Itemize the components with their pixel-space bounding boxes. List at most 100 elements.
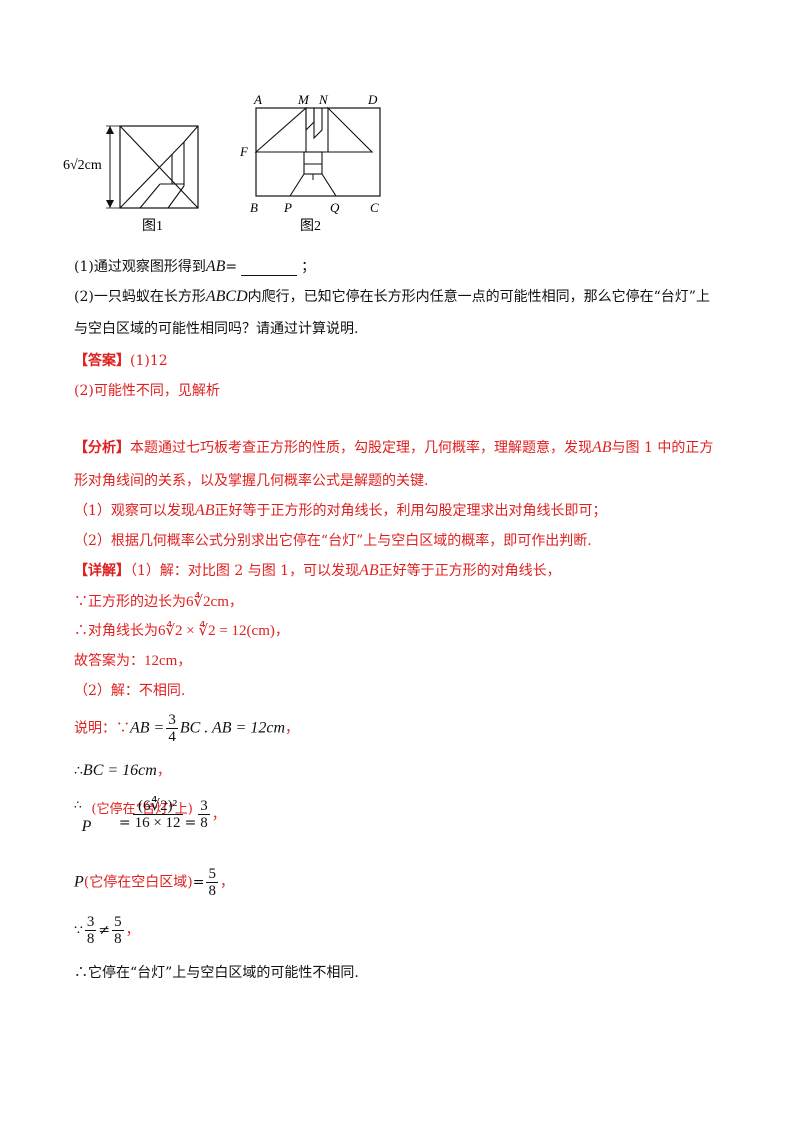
question-2: (2)一只蚂蚁在长方形ABCD内爬行，已知它停在长方形内任意一点的可能性相同，那… — [74, 286, 710, 306]
frac-num: 3 — [198, 798, 210, 815]
detail-l3b: ， — [274, 623, 289, 639]
detail-l8-eq: = — [118, 815, 131, 831]
answer-blank — [241, 261, 298, 276]
detail-line-5: （2）解：不相同. — [74, 683, 186, 699]
label-p: P — [283, 200, 292, 215]
frac-num: 5 — [112, 914, 124, 931]
detail-l6-m2: BC . AB = 12cm — [179, 719, 285, 737]
detail-tag: 【详解】 — [74, 563, 130, 579]
q1-eq: = — [225, 259, 238, 275]
q1-var: AB — [205, 258, 226, 275]
detail-l4a: 故答案为： — [74, 653, 144, 669]
detail-l8-P: P — [81, 818, 92, 835]
detail-l3-math: 6∜2 × ∜2 = 12(cm) — [158, 623, 275, 639]
detail-l9-P: P — [74, 873, 84, 891]
detail-l10a: ∵ — [74, 922, 83, 939]
analysis-point-1: （1）观察可以发现AB正好等于正方形的对角线长，利用勾股定理求出对角线长即可； — [74, 500, 606, 520]
analysis-p1a: （1）观察可以发现 — [74, 503, 195, 519]
detail-l1a: （1）解：对比图 2 与图 1，可以发现 — [130, 563, 360, 579]
detail-l3a: ∴对角线长为 — [74, 623, 158, 639]
frac-den: 16 × 12 — [134, 815, 181, 831]
detail-line-3: ∴对角线长为6∜2 × ∜2 = 12(cm)， — [74, 620, 289, 640]
answer-line-1: 【答案】(1)12 — [74, 350, 168, 370]
frac-num: (6∜2)² — [132, 798, 183, 815]
frac-num: 5 — [206, 866, 218, 883]
label-f: F — [239, 144, 249, 159]
analysis-l1a: 本题通过七巧板考查正方形的性质，勾股定理，几何概率，理解题意，发现 — [130, 440, 592, 456]
answer-line-2: (2)可能性不同，见解析 — [74, 383, 220, 399]
q2-rest: 内爬行，已知它停在长方形内任意一点的可能性相同，那么它停在“台灯”上 — [247, 289, 710, 305]
label-c: C — [370, 200, 379, 215]
analysis-l1-var: AB — [592, 439, 612, 456]
detail-l8b: ， — [211, 807, 226, 823]
label-a: A — [253, 92, 262, 107]
analysis-line-1: 【分析】本题通过七巧板考查正方形的性质，勾股定理，几何概率，理解题意，发现AB与… — [74, 437, 713, 457]
label-m: M — [297, 92, 310, 107]
detail-l9-paren: (它停在空白区域) — [83, 874, 193, 891]
detail-line-4: 故答案为：12cm， — [74, 650, 191, 670]
figure-2-caption: 图2 — [300, 219, 321, 234]
label-b: B — [250, 200, 258, 215]
q2-prefix: (2)一只蚂蚁在长方形 — [74, 289, 206, 305]
detail-line-1: 【详解】（1）解：对比图 2 与图 1，可以发现AB正好等于正方形的对角线长， — [74, 560, 561, 580]
detail-line-11: ∴它停在“台灯”上与空白区域的可能性不相同. — [74, 965, 359, 981]
answer-a1: (1)12 — [130, 353, 168, 369]
detail-l10b: ， — [125, 922, 140, 939]
detail-l7a: ∴ — [74, 763, 83, 779]
detail-l6a: 说明：∵ — [74, 720, 130, 737]
figure-2: A M N D F B P Q C 图2 — [239, 92, 381, 234]
detail-l7b: ， — [156, 763, 171, 779]
analysis-line-2: 形对角线间的关系，以及掌握几何概率公式是解题的关键. — [74, 473, 429, 489]
detail-l6-m1: AB = — [130, 719, 165, 737]
detail-l10-neq: ≠ — [98, 922, 111, 939]
q1-end: ； — [301, 259, 316, 275]
detail-l2a: ∵正方形的边长为 — [74, 594, 186, 610]
figure-1: 6√2cm 图1 — [63, 125, 199, 234]
detail-l9-eq: = — [192, 874, 205, 891]
label-q: Q — [330, 200, 340, 215]
analysis-point-2: （2）根据几何概率公式分别求出它停在“台灯”上与空白区域的概率，即可作出判断. — [74, 533, 592, 549]
frac-den: 8 — [208, 883, 216, 899]
frac-den: 8 — [114, 931, 122, 947]
analysis-tag: 【分析】 — [74, 440, 130, 456]
analysis-p1-var: AB — [194, 502, 215, 519]
detail-l2-math: 6∜2cm — [186, 594, 229, 610]
detail-l7-math: BC = 16cm — [82, 762, 157, 779]
answer-tag: 【答案】 — [74, 353, 130, 369]
q2-var: ABCD — [205, 288, 248, 305]
frac-num: 3 — [166, 712, 178, 729]
frac-num: 3 — [84, 914, 97, 931]
frac-den: 4 — [168, 729, 176, 745]
analysis-p1b: 正好等于正方形的对角线长，利用勾股定理求出对角线长即可； — [214, 503, 607, 519]
question-1: (1)通过观察图形得到AB= ； — [74, 256, 315, 276]
detail-line-2: ∵正方形的边长为6∜2cm， — [74, 591, 243, 611]
detail-l2b: ， — [228, 594, 243, 610]
detail-l8-eq2: = — [184, 815, 197, 831]
analysis-l1b: 与图 1 中的正方 — [611, 440, 714, 456]
detail-l8-paren: (它停在“台灯”上) — [91, 802, 193, 817]
label-d: D — [367, 92, 378, 107]
q1-prefix: (1)通过观察图形得到 — [74, 259, 206, 275]
frac-den: 8 — [86, 931, 95, 947]
detail-l4-math: 12cm — [144, 653, 178, 669]
label-n: N — [318, 92, 329, 107]
detail-l9b: ， — [219, 874, 234, 891]
detail-l4b: ， — [177, 653, 192, 669]
detail-line-7: ∴BC = 16cm， — [74, 760, 171, 780]
question-2-line2: 与空白区域的可能性相同吗？请通过计算说明. — [74, 321, 359, 337]
figure-1-side-label: 6√2cm — [63, 158, 102, 173]
frac-den: 8 — [200, 815, 208, 831]
detail-l8a: ∴ — [74, 798, 82, 812]
figure-1-caption: 图1 — [142, 219, 163, 234]
detail-l1-var: AB — [359, 562, 379, 579]
